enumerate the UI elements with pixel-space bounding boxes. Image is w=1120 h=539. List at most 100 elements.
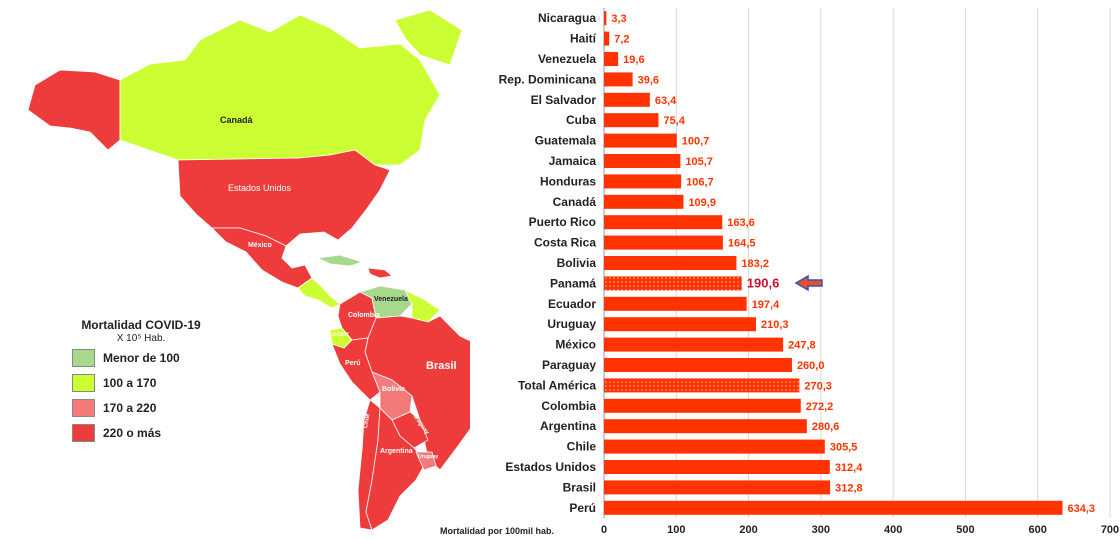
map-label-colombia: Colombia	[348, 312, 380, 319]
legend-item-label: Menor de 100	[103, 351, 180, 365]
legend-swatch	[72, 424, 95, 442]
map-region-caribbean-2	[367, 267, 393, 279]
bar	[604, 133, 677, 148]
value-label: 260,0	[797, 360, 825, 372]
category-label: Rep. Dominicana	[499, 72, 597, 86]
category-label: Perú	[569, 501, 596, 515]
value-label: 197,4	[752, 299, 780, 311]
bar	[604, 317, 757, 332]
x-tick-label: 700	[1101, 524, 1119, 536]
legend-item: 170 a 220	[72, 399, 222, 417]
value-label: 270,3	[804, 380, 832, 392]
value-label: 634,3	[1068, 503, 1096, 515]
x-tick-label: 200	[739, 524, 757, 536]
category-label: Costa Rica	[534, 236, 596, 250]
legend-item-label: 220 o más	[103, 426, 162, 440]
value-label: 272,2	[806, 401, 834, 413]
legend-title: Mortalidad COVID-19	[81, 318, 201, 332]
x-tick-label: 100	[667, 524, 685, 536]
legend-unit: X 10⁵ Hab.	[116, 333, 166, 344]
map-region-canada	[119, 14, 441, 166]
bar	[604, 174, 682, 189]
map-region-caribbean	[316, 254, 364, 267]
bar	[604, 398, 801, 413]
category-label: Estados Unidos	[505, 460, 596, 474]
category-label: Bolivia	[557, 256, 597, 270]
bar	[604, 215, 723, 230]
category-label: Guatemala	[535, 134, 597, 148]
americas-map-panel: Canadá Estados Unidos México Venezuela C…	[0, 0, 470, 539]
bar	[604, 194, 684, 209]
category-label: Brasil	[563, 480, 596, 494]
map-label-ecuador: Ecuador	[325, 332, 350, 338]
x-tick-label: 300	[812, 524, 830, 536]
bar	[604, 337, 784, 352]
map-label-canada: Canadá	[220, 115, 253, 125]
bar	[604, 276, 742, 291]
legend-item-label: 170 a 220	[103, 401, 157, 415]
bar	[604, 358, 792, 372]
bar	[604, 154, 681, 168]
value-label: 39,6	[638, 74, 659, 86]
bar	[604, 500, 1063, 515]
category-label: Cuba	[566, 113, 596, 127]
bar	[604, 31, 610, 46]
bar	[604, 72, 633, 87]
bar	[604, 480, 831, 495]
value-label: 100,7	[682, 136, 710, 148]
legend-swatch	[72, 349, 95, 367]
bar	[604, 460, 830, 474]
map-label-venezuela: Venezuela	[374, 296, 408, 303]
x-axis-label: Mortalidad por 100mil hab.	[440, 526, 554, 536]
category-label: Puerto Rico	[529, 215, 596, 229]
x-tick-label: 400	[884, 524, 902, 536]
map-label-usa: Estados Unidos	[228, 183, 292, 193]
map-region-venezuela	[358, 285, 413, 319]
value-label: 7,2	[614, 34, 629, 46]
bar	[604, 378, 800, 393]
value-label: 305,5	[830, 442, 858, 454]
category-label: Nicaragua	[538, 11, 596, 25]
value-label: 247,8	[788, 340, 816, 352]
bar	[604, 113, 659, 128]
legend-swatch	[72, 374, 95, 392]
bar	[604, 92, 650, 107]
value-label: 312,8	[835, 482, 863, 494]
legend-item: Menor de 100	[72, 349, 222, 367]
category-label: Argentina	[540, 419, 596, 433]
map-region-mexico	[211, 227, 313, 289]
legend-item: 100 a 170	[72, 374, 222, 392]
category-label: Uruguay	[547, 317, 596, 331]
category-label: Paraguay	[542, 358, 596, 372]
value-label: 190,6	[747, 275, 780, 290]
x-tick-label: 0	[601, 524, 607, 536]
map-label-brasil: Brasil	[426, 360, 457, 372]
map-label-uruguay: Uruguay	[418, 454, 439, 460]
bar	[604, 419, 807, 434]
map-region-argentina	[365, 407, 427, 531]
category-label: El Salvador	[531, 93, 597, 107]
map-label-bolivia: Bolivia	[382, 386, 405, 393]
value-label: 210,3	[761, 319, 789, 331]
legend-swatch	[72, 399, 95, 417]
category-label: Honduras	[540, 174, 596, 188]
legend-item: 220 o más	[72, 424, 222, 442]
map-region-uruguay	[415, 451, 437, 471]
category-label: México	[555, 338, 596, 352]
value-label: 163,6	[727, 217, 755, 229]
bar	[604, 52, 619, 66]
value-label: 312,4	[835, 462, 863, 474]
map-region-alaska	[27, 69, 121, 151]
value-label: 164,5	[728, 238, 756, 250]
value-label: 105,7	[685, 156, 713, 168]
map-region-usa	[177, 149, 391, 247]
value-label: 3,3	[611, 13, 626, 25]
americas-map	[27, 9, 470, 531]
map-label-argentina: Argentina	[380, 448, 413, 455]
value-label: 75,4	[664, 115, 686, 127]
category-label: Colombia	[541, 399, 596, 413]
map-label-peru: Perú	[345, 360, 361, 367]
category-label: Canadá	[553, 195, 597, 209]
